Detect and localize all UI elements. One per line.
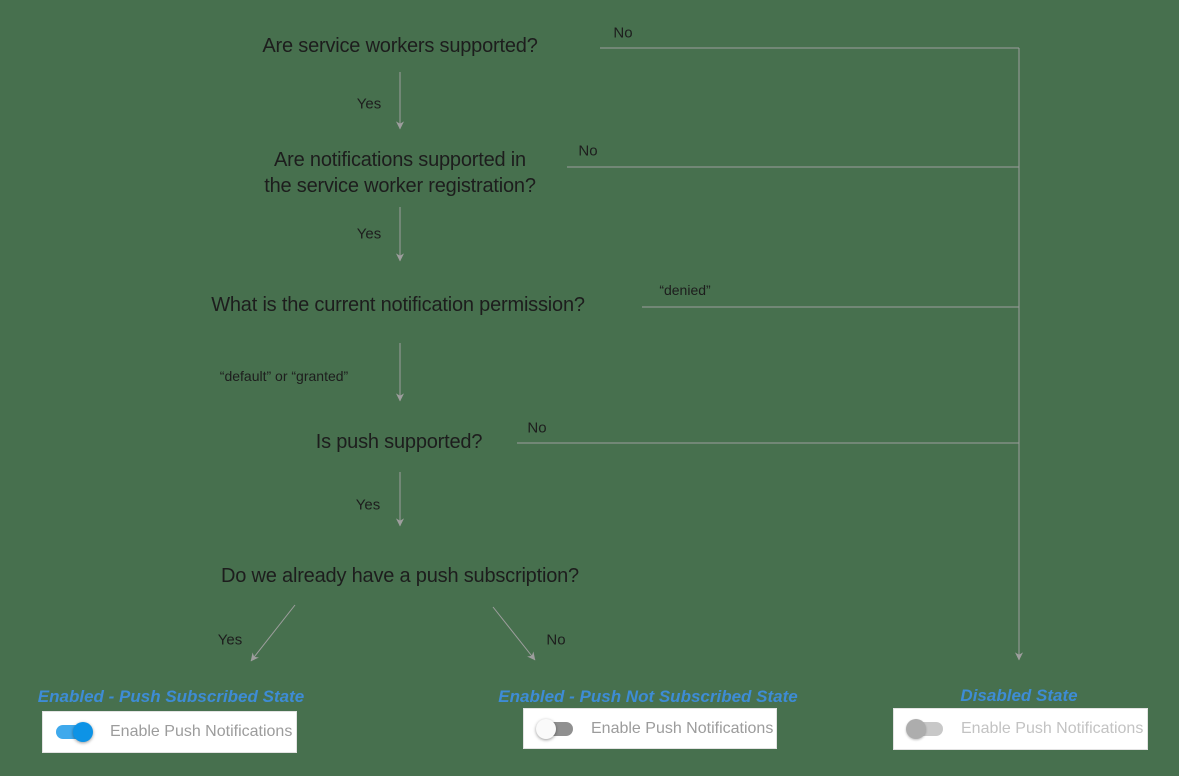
branch-label-q3-denied: “denied” — [659, 282, 711, 298]
branch-label-q3-default-or-granted: “default” or “granted” — [219, 368, 349, 384]
question-existing-subscription: Do we already have a push subscription? — [221, 565, 579, 587]
branch-label-q1-yes: Yes — [356, 95, 382, 113]
push-toggle-disabled — [906, 719, 944, 739]
question-notification-permission: What is the current notification permiss… — [211, 294, 585, 316]
branch-label-q4-no: No — [527, 419, 547, 437]
branch-label-q5-no: No — [546, 631, 566, 649]
toggle-thumb — [536, 718, 556, 739]
toggle-label: Enable Push Notifications — [591, 719, 774, 737]
state-title-enabled-not-subscribed: Enabled - Push Not Subscribed State — [498, 687, 798, 706]
branch-label-q1-no: No — [613, 24, 633, 42]
toggle-label: Enable Push Notifications — [110, 723, 293, 740]
branch-label-q2-yes: Yes — [356, 225, 382, 243]
card-enabled-subscribed: Enable Push Notifications — [42, 711, 297, 753]
toggle-thumb — [73, 722, 93, 742]
card-enabled-not-subscribed: Enable Push Notifications — [523, 708, 777, 749]
question-service-workers-supported: Are service workers supported? — [262, 35, 538, 57]
branch-label-q5-yes: Yes — [217, 631, 243, 649]
state-title-disabled: Disabled State — [960, 686, 1078, 705]
flow-line-q5-no — [492, 606, 536, 661]
branch-label-q4-yes: Yes — [355, 496, 381, 514]
card-disabled: Enable Push Notifications — [893, 708, 1148, 750]
push-toggle-off[interactable] — [536, 718, 574, 739]
question-notifications-supported: Are notifications supported in the servi… — [264, 149, 536, 197]
push-toggle-on[interactable] — [55, 722, 93, 742]
toggle-thumb — [906, 719, 926, 739]
toggle-label: Enable Push Notifications — [961, 720, 1144, 737]
flow-line-q5-yes — [250, 604, 296, 662]
state-title-enabled-subscribed: Enabled - Push Subscribed State — [37, 687, 305, 706]
branch-label-q2-no: No — [578, 142, 598, 160]
question-push-supported: Is push supported? — [315, 431, 483, 453]
